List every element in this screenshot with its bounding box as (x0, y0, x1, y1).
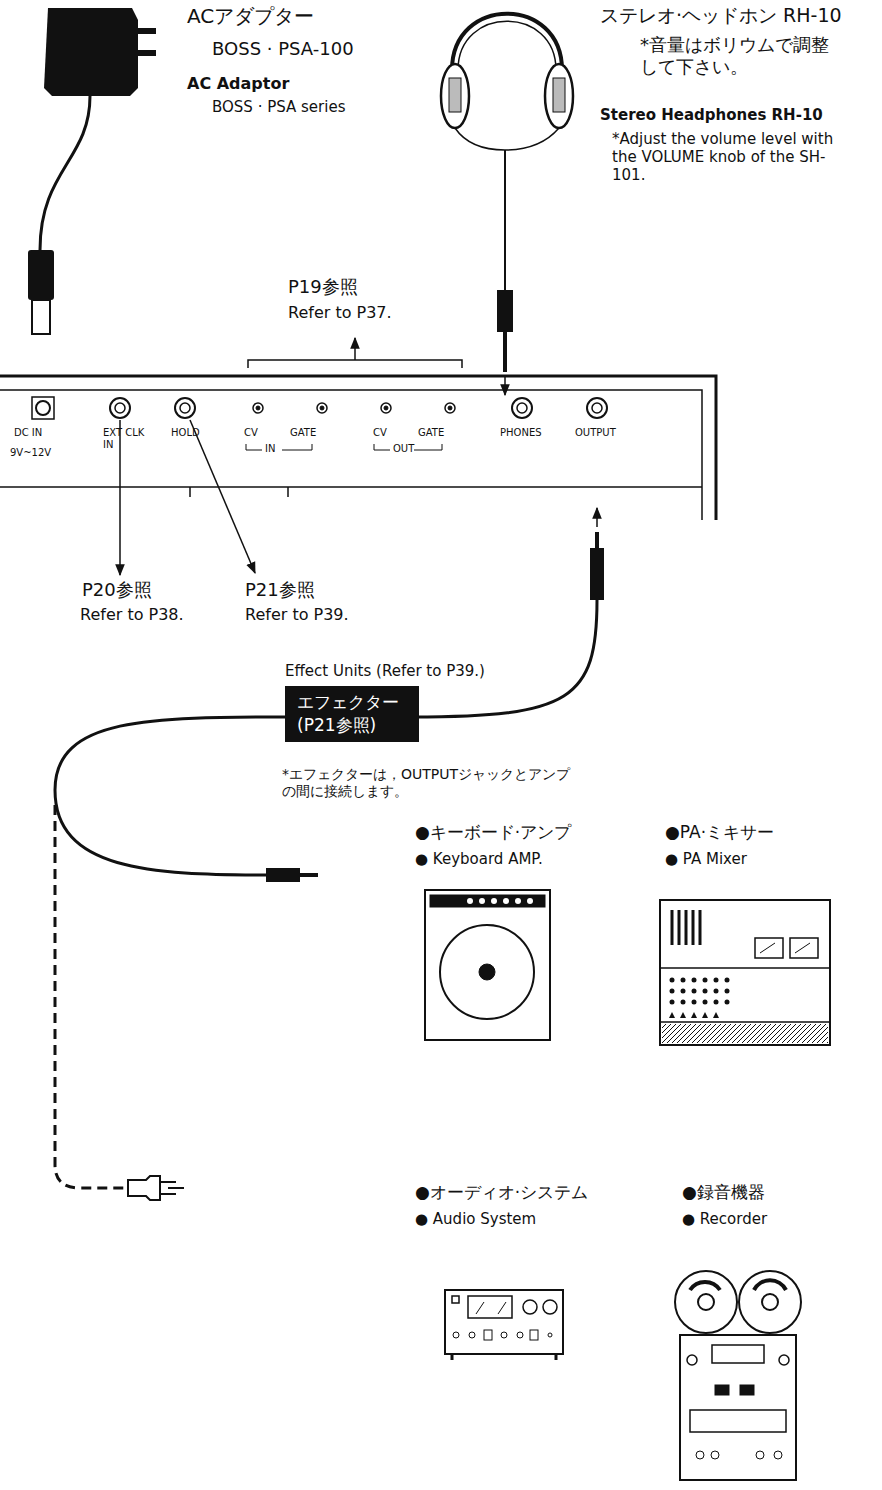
note: *音量はボリウムで調整して下さい。 (640, 34, 840, 77)
device-name: ● Audio System (415, 1210, 536, 1228)
pa-mixer-faders (669, 978, 730, 1019)
effect-unit-box: Effect Units (Refer to P39.) エフェクター (P21参… (285, 662, 485, 742)
jack-name: OUTPUT (575, 427, 616, 439)
audio-system (445, 1290, 563, 1360)
cables (55, 508, 604, 1200)
device-name: ● Recorder (682, 1210, 767, 1228)
note: *エフェクターは，OUTPUTジャックとアンプの間に接続します。 (282, 766, 572, 800)
device-name: ●PA·ミキサー (665, 822, 774, 842)
effect-unit-shape: エフェクター (P21参照) (285, 686, 419, 742)
device-name: ●キーボード·アンプ (415, 822, 571, 842)
pa-mixer (660, 900, 830, 1045)
jack-name: DC IN (14, 427, 42, 439)
jack-group: IN (265, 443, 275, 455)
model-name: BOSS · PSA series (212, 98, 345, 116)
part-name: ACアダプター (187, 4, 314, 28)
rear-panel (0, 376, 716, 520)
jack-name: EXT CLK IN (103, 427, 149, 451)
part-name: Stereo Headphones RH-10 (600, 106, 823, 124)
jack-name: GATE (290, 427, 316, 439)
cv-gate-bracket (248, 338, 462, 368)
jack-name: PHONES (500, 427, 542, 439)
jack-spec: 9V~12V (10, 447, 51, 459)
page-reference: Refer to P37. (288, 303, 392, 322)
jack-name: GATE (418, 427, 444, 439)
part-name: ステレオ·ヘッドホン RH-10 (600, 4, 842, 27)
model-name: BOSS · PSA-100 (212, 38, 354, 60)
page-reference: P19参照 (288, 276, 358, 298)
page-reference: P21参照 (245, 579, 315, 601)
reference-arrows (120, 420, 255, 575)
device-name: ●録音機器 (682, 1182, 765, 1202)
jack-group: OUT (393, 443, 414, 455)
part-name: AC Adaptor (187, 74, 289, 93)
jack-name: CV (244, 427, 258, 439)
box-text: エフェクター (P21参照) (297, 691, 407, 737)
headphones (441, 14, 573, 395)
keyboard-amp (425, 890, 550, 1040)
page-reference: P20参照 (82, 579, 152, 601)
jack-name: CV (373, 427, 387, 439)
device-name: ● Keyboard AMP. (415, 850, 543, 868)
tape-recorder (675, 1271, 801, 1480)
page-reference: Refer to P39. (245, 605, 349, 624)
amp-knobs (467, 898, 533, 904)
page-reference: Refer to P38. (80, 605, 184, 624)
device-name: ● PA Mixer (665, 850, 747, 868)
ac-adaptor (28, 8, 156, 334)
jack-name: HOLD (171, 427, 200, 439)
box-heading: Effect Units (Refer to P39.) (285, 662, 485, 680)
note: *Adjust the volume level with the VOLUME… (612, 130, 844, 184)
device-name: ●オーディオ·システム (415, 1182, 588, 1202)
